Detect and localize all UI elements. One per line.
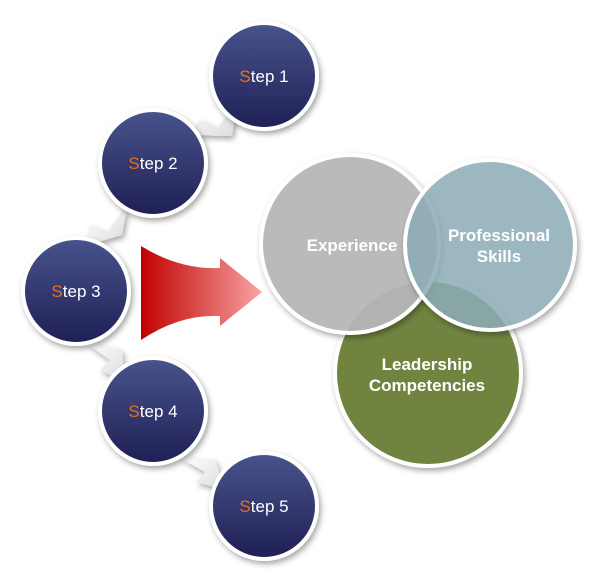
connector-arrow-1-2 [188, 100, 238, 136]
step-1-initial: S [239, 67, 250, 86]
venn-label-professional-2: Skills [477, 247, 521, 266]
step-1-label: tep 1 [251, 67, 289, 86]
step-3-initial: S [51, 282, 62, 301]
step-2-label: tep 2 [140, 154, 178, 173]
venn-circle-professional [403, 158, 577, 332]
svg-text:Step 1: Step 1 [239, 67, 288, 86]
svg-text:Step 3: Step 3 [51, 282, 100, 301]
connector-arrow-4-5 [180, 458, 225, 490]
step-3: Step 3 [21, 236, 131, 346]
step-4-initial: S [128, 402, 139, 421]
step-5-initial: S [239, 497, 250, 516]
step-5: Step 5 [209, 451, 319, 561]
step-2-initial: S [128, 154, 139, 173]
connector-arrow-2-3 [88, 203, 128, 245]
step-5-label: tep 5 [251, 497, 289, 516]
svg-text:Step 4: Step 4 [128, 402, 177, 421]
venn-diagram: Experience Professional Skills Leadershi… [259, 153, 577, 468]
step-1: Step 1 [209, 21, 319, 131]
svg-text:Step 5: Step 5 [239, 497, 288, 516]
step-2: Step 2 [98, 108, 208, 218]
step-3-label: tep 3 [63, 282, 101, 301]
venn-label-leadership-2: Competencies [369, 376, 485, 395]
step-4-label: tep 4 [140, 402, 178, 421]
venn-label-experience: Experience [307, 236, 398, 255]
svg-text:Step 2: Step 2 [128, 154, 177, 173]
step-4: Step 4 [98, 356, 208, 466]
venn-label-leadership-1: Leadership [382, 355, 473, 374]
red-arrow-icon [141, 246, 262, 340]
venn-label-professional-1: Professional [448, 226, 550, 245]
